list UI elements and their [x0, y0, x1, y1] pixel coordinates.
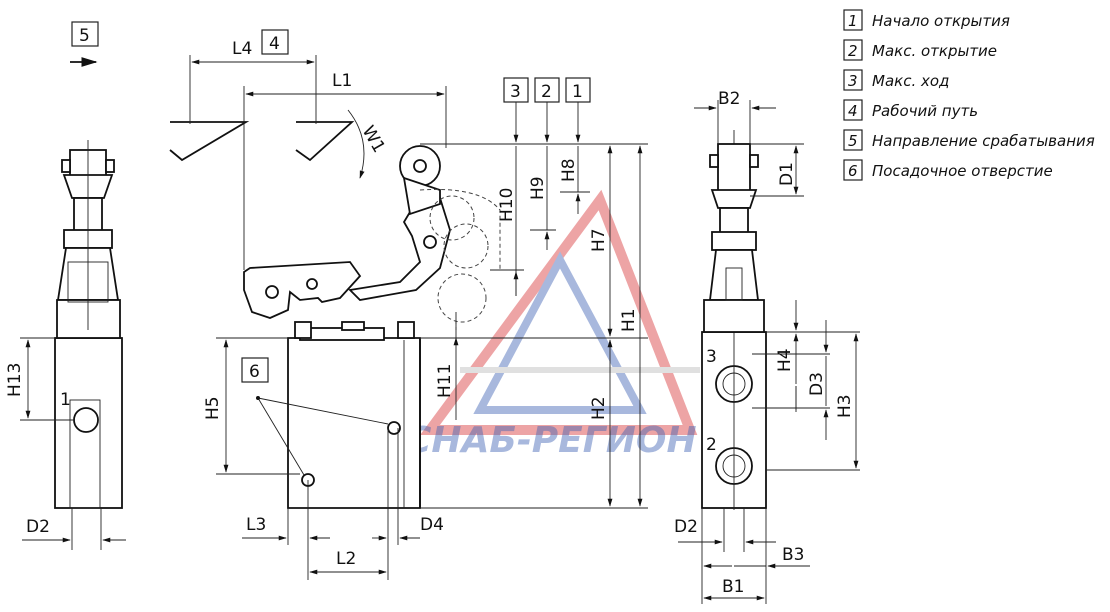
front-view [243, 145, 501, 509]
dim-h1: H1 [619, 308, 639, 332]
dim-d1: D1 [777, 162, 797, 186]
dim-h5: H5 [203, 396, 223, 420]
dim-b2: B2 [718, 89, 740, 109]
dim-l3: L3 [246, 515, 266, 535]
legend-text-2: Макс. открытие [872, 42, 997, 60]
legend-num-3: 3 [848, 72, 858, 90]
legend-num-2: 2 [848, 42, 858, 60]
cam-right [295, 121, 355, 162]
dim-d3: D3 [807, 372, 827, 396]
callout-2: 2 [541, 82, 552, 102]
dim-l1: L1 [332, 71, 352, 91]
dim-h2: H2 [589, 396, 609, 420]
cam-left [169, 121, 250, 162]
dim-l4: L4 [232, 39, 252, 59]
port-label-2: 2 [706, 435, 717, 455]
dim-h9: H9 [528, 176, 548, 200]
callout-3: 3 [510, 82, 521, 102]
legend-num-6: 6 [848, 162, 858, 180]
callout-1-box [565, 77, 591, 103]
legend-num-5: 5 [848, 132, 858, 150]
legend-num-4: 4 [848, 102, 858, 120]
callout-4: 4 [269, 34, 280, 54]
callout-5: 5 [79, 26, 90, 46]
lever-arm [348, 196, 451, 301]
legend-text-3: Макс. ход [872, 72, 949, 90]
legend-text-5: Направление срабатывания [872, 132, 1095, 150]
side-body [54, 337, 123, 509]
side-view-right [701, 130, 767, 510]
callout-5-box [71, 21, 99, 47]
legend-text-6: Посадочное отверстие [872, 162, 1053, 180]
watermark-text: СНАБ-РЕГИОН [405, 420, 697, 461]
lever-base [243, 261, 362, 319]
dim-l2: L2 [336, 549, 356, 569]
legend-text-1: Начало открытия [872, 12, 1010, 30]
legend-text-4: Рабочий путь [872, 102, 978, 120]
legend: 1 Начало открытия 2 Макс. открытие 3 Макс. хо… [843, 9, 1095, 181]
dim-h4: H4 [775, 348, 795, 372]
watermark [420, 189, 700, 435]
callout-6: 6 [249, 362, 260, 382]
dim-h10: H10 [497, 188, 517, 222]
side-view-left [54, 140, 123, 509]
dim-h8: H8 [559, 158, 579, 182]
dim-d4: D4 [420, 515, 444, 535]
legend-num-1: 1 [848, 12, 858, 30]
callout-4-box [261, 29, 289, 55]
legend-num-box-6 [843, 159, 863, 181]
side-slot [69, 399, 101, 509]
port-label-1: 1 [60, 390, 71, 410]
legend-num-box-4 [843, 99, 863, 121]
dim-h3: H3 [835, 394, 855, 418]
legend-num-box-3 [843, 69, 863, 91]
legend-num-box-5 [843, 129, 863, 151]
callout-1: 1 [572, 82, 583, 102]
callout-2-box [534, 77, 560, 103]
dim-b3: B3 [782, 545, 804, 565]
dim-w1: W1 [358, 123, 389, 157]
watermark-triangle-red [420, 189, 698, 435]
port-label-3: 3 [706, 347, 717, 367]
legend-num-box-2 [843, 39, 863, 61]
dim-h11: H11 [435, 364, 455, 398]
legend-num-box-1 [843, 9, 863, 31]
dim-d2-left: D2 [26, 517, 50, 537]
dim-h7: H7 [589, 228, 609, 252]
callout-6-box [241, 357, 269, 383]
dim-d2-right: D2 [674, 517, 698, 537]
right-roller [717, 143, 751, 197]
watermark-triangle-blue [473, 251, 647, 414]
dim-b1: B1 [722, 577, 744, 597]
dim-h13: H13 [5, 363, 25, 397]
